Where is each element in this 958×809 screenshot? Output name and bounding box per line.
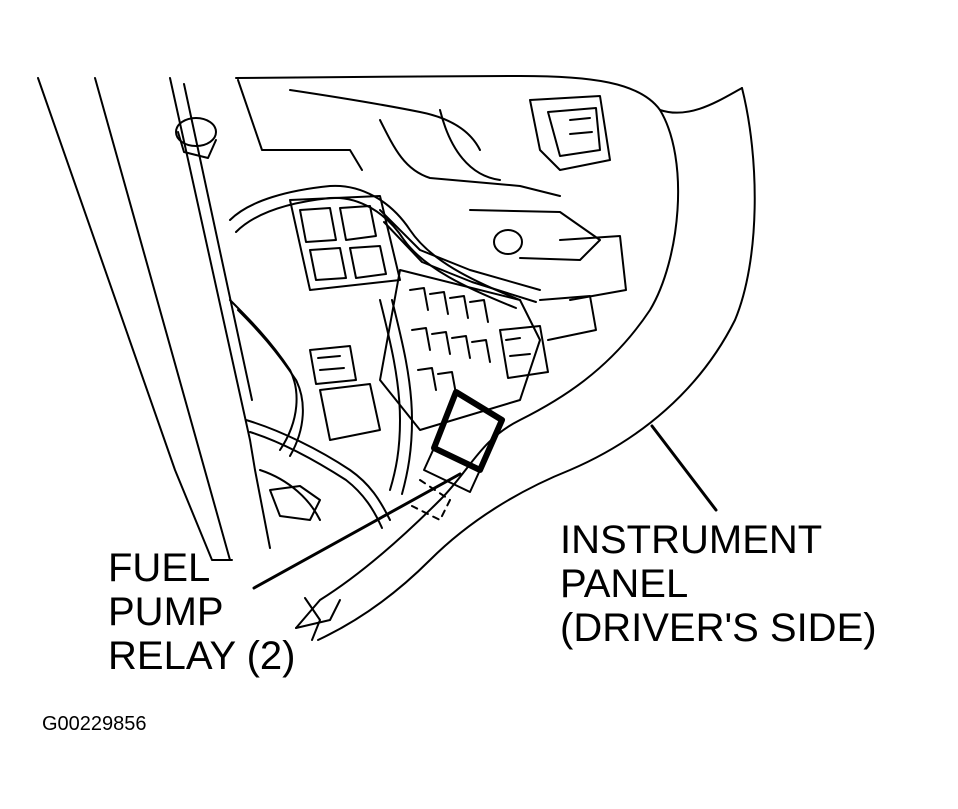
relay-block xyxy=(289,195,627,441)
fuel-pump-relay-line-2: PUMP xyxy=(108,590,224,634)
instrument-panel-shell xyxy=(235,75,756,641)
fuel-pump-relay-line-3: RELAY (2) xyxy=(108,634,296,678)
instrument-panel-label: INSTRUMENT PANEL (DRIVER'S SIDE) xyxy=(560,518,877,650)
wiring-harness xyxy=(229,184,541,529)
fuel-pump-relay-line-1: FUEL xyxy=(108,546,211,590)
figure-code: G00229856 xyxy=(42,713,147,735)
instrument-panel-line-2: PANEL xyxy=(560,562,689,606)
upper-bracket xyxy=(237,79,611,261)
instrument-panel-line-1: INSTRUMENT xyxy=(560,518,823,562)
panel-knob xyxy=(175,117,217,159)
fuel-pump-relay-label: FUEL PUMP RELAY (2) xyxy=(108,546,295,678)
door-pillar-lines xyxy=(37,77,271,561)
instrument-panel-line-3: (DRIVER'S SIDE) xyxy=(560,606,877,650)
leader-lines xyxy=(252,424,718,590)
fuel-pump-relay-highlight xyxy=(411,389,505,521)
